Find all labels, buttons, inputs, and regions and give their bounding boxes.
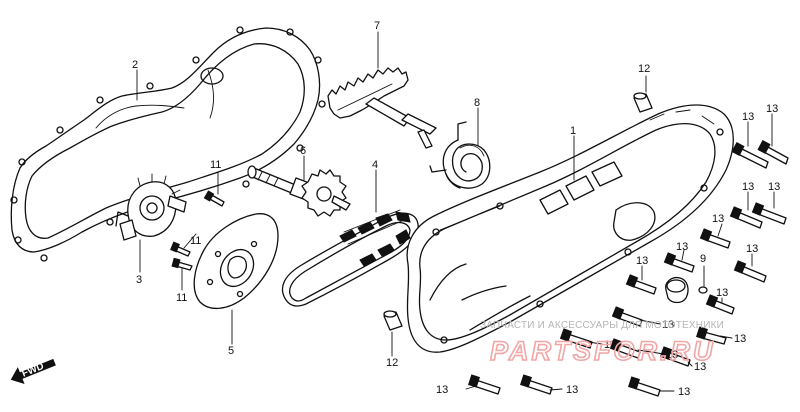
- bolts-part-13: [468, 140, 789, 397]
- gasket-part-2: [10, 26, 326, 262]
- label-part-11-top: 11: [210, 159, 221, 171]
- label-part-13: 13: [746, 243, 758, 255]
- label-part-13: 13: [766, 103, 778, 115]
- label-part-13: 13: [636, 255, 648, 267]
- label-part-9: 9: [700, 253, 706, 265]
- label-part-13: 13: [436, 384, 448, 396]
- chain-part-4: [281, 209, 419, 307]
- dowel-pin-part-12-top: [633, 92, 653, 113]
- label-part-13: 13: [694, 361, 706, 373]
- label-part-13: 13: [566, 384, 578, 396]
- bolt-part-11-mid: [170, 241, 191, 257]
- forward-arrow-icon: FWD: [10, 358, 56, 384]
- plate-part-5: [193, 213, 279, 309]
- label-part-13: 13: [712, 213, 724, 225]
- bolt-part-11-top: [203, 190, 225, 207]
- cover-part-1: [406, 104, 734, 353]
- label-part-12-top: 12: [638, 63, 650, 75]
- label-part-7: 7: [374, 20, 380, 32]
- forward-label: FWD: [20, 361, 45, 380]
- label-part-13: 13: [742, 181, 754, 193]
- gear-part-7: [327, 67, 437, 149]
- shaft-sprocket-part-6: [247, 165, 351, 217]
- label-part-13: 13: [768, 181, 780, 193]
- label-part-6: 6: [300, 145, 306, 157]
- bolt-part-11-low: [171, 257, 193, 271]
- label-part-2: 2: [132, 59, 138, 71]
- label-part-13: 13: [604, 339, 616, 351]
- watermark-brand: PARTSFOR.RU: [490, 336, 716, 366]
- label-part-13: 13: [734, 333, 746, 345]
- label-part-13: 13: [676, 241, 688, 253]
- label-part-13: 13: [662, 319, 674, 331]
- label-part-11-low: 11: [176, 292, 187, 304]
- cap-part-9: [665, 276, 708, 304]
- callout-labels: 2 7 8 6 4 1 11 11 11 3 5 12 12 9 13 13 1…: [132, 20, 780, 398]
- leader-lines: [136, 31, 775, 392]
- label-part-3: 3: [136, 274, 142, 286]
- label-part-4: 4: [372, 159, 378, 171]
- dowel-pin-part-12-bottom: [383, 310, 403, 331]
- watermark: ЗАПЧАСТИ И АКСЕССУАРЫ ДЛЯ МОТОТЕХНИКИ PA…: [480, 320, 724, 367]
- spring-part-8: [429, 121, 491, 189]
- label-part-13: 13: [678, 386, 690, 398]
- label-part-8: 8: [474, 97, 480, 109]
- label-part-13: 13: [742, 111, 754, 123]
- label-part-1: 1: [570, 125, 576, 137]
- pump-part-3: [115, 173, 187, 241]
- watermark-caption: ЗАПЧАСТИ И АКСЕССУАРЫ ДЛЯ МОТОТЕХНИКИ: [480, 320, 724, 331]
- label-part-11-mid: 11: [190, 235, 201, 247]
- label-part-13: 13: [666, 349, 678, 361]
- label-part-13: 13: [716, 287, 728, 299]
- label-part-12-bottom: 12: [386, 357, 398, 369]
- label-part-5: 5: [228, 345, 234, 357]
